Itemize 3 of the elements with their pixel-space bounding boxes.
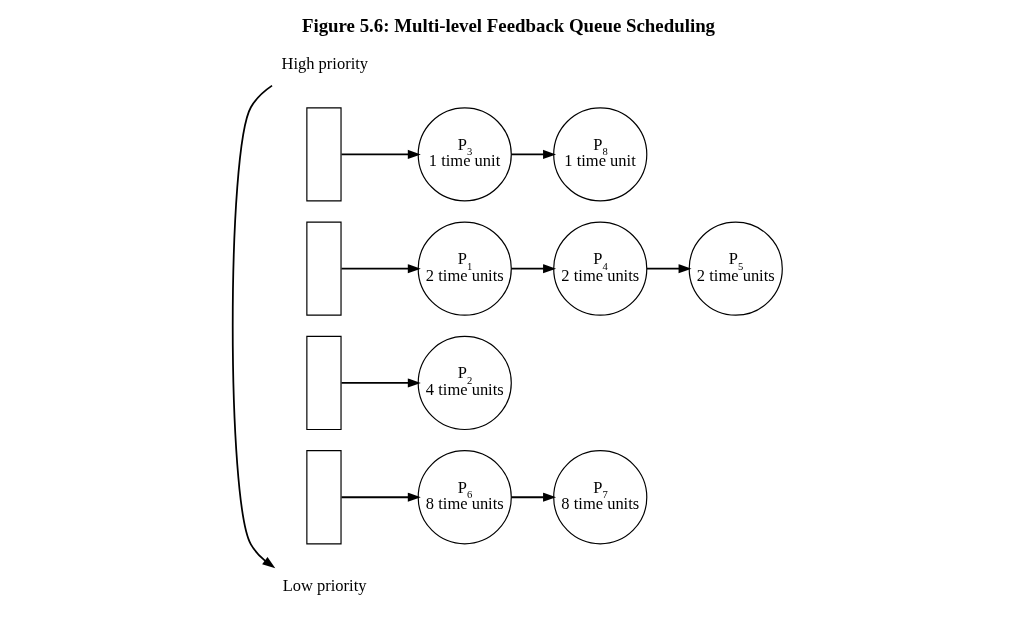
label: Low priority — [282, 576, 367, 596]
label: High priority — [281, 54, 369, 74]
diagram-title: Figure 5.6: Multi-level Feedback Queue Scheduling — [301, 14, 716, 36]
